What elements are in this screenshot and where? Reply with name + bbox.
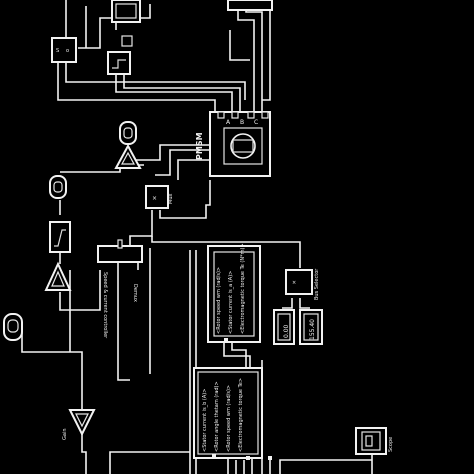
step-block[interactable]: [107, 51, 131, 75]
svg-text:S: S: [56, 48, 59, 54]
bus-bottom-signal-4: <Electromagnetic torque Te>: [238, 378, 244, 452]
constant-block-left[interactable]: [3, 313, 23, 341]
svg-text:×: ×: [152, 195, 157, 202]
pmsm-label: PMSM: [195, 132, 204, 160]
demux-block[interactable]: Speed & current controller Demux: [97, 239, 143, 339]
display-right-value: 155.40: [309, 319, 316, 340]
bus-selector-label: Bus Selector: [314, 268, 320, 300]
display-left: 0.00: [273, 309, 295, 345]
mux-label: Mux: [168, 194, 174, 204]
bus-selector-top[interactable]: <Rotor speed wm (rad/s)> <Stator current…: [207, 243, 261, 343]
signal-wires: [21, 0, 373, 474]
gain-label: Gain: [62, 429, 68, 441]
saturation-block[interactable]: [49, 221, 71, 253]
junction-dots: [212, 338, 272, 460]
pmsm-port-b: B: [240, 119, 244, 126]
speed-ref-block[interactable]: [49, 175, 67, 199]
bus-selector-bottom[interactable]: <Stator current is_b (A)> <Rotor angle t…: [193, 367, 263, 459]
top-switch-block[interactable]: S o: [51, 37, 77, 63]
small-connector-block: [121, 35, 133, 47]
top-goto-block[interactable]: [227, 0, 273, 11]
bus-signal-3: <Electromagnetic torque Te (N*m)>: [240, 243, 246, 334]
svg-text:×: ×: [292, 280, 296, 286]
speed-gain-triangle[interactable]: [44, 261, 72, 291]
bus-bottom-signal-1: <Stator current is_b (A)>: [202, 389, 208, 452]
torque-gain-triangle[interactable]: [114, 143, 142, 169]
controller-label: Speed & current controller: [102, 272, 108, 339]
bus-bottom-signal-3: <Rotor speed wm (rad/s)>: [226, 385, 232, 452]
pmsm-block[interactable]: PMSM A B C: [195, 111, 271, 177]
bus-selector-small[interactable]: × Bus Selector: [285, 268, 320, 300]
demux-label: Demux: [132, 284, 138, 302]
torque-source-block[interactable]: [119, 121, 137, 145]
gain-triangle-bottom[interactable]: Gain: [62, 409, 96, 441]
bus-bottom-signal-2: <Rotor angle thetam (rad)>: [214, 381, 220, 452]
svg-text:o: o: [66, 48, 69, 54]
display-right: 155.40: [299, 309, 323, 345]
mux-block[interactable]: × Mux: [145, 185, 174, 209]
scope-label: Scope: [388, 437, 394, 452]
top-source-block[interactable]: [111, 0, 141, 23]
bus-signal-2: <Stator current is_a (A)>: [228, 271, 234, 334]
pmsm-port-a: A: [226, 119, 231, 126]
bus-signal-1: <Rotor speed wm (rad/s)>: [216, 267, 222, 334]
pmsm-port-c: C: [254, 119, 258, 126]
scope-block[interactable]: Scope: [355, 427, 394, 455]
display-left-value: 0.00: [283, 324, 290, 338]
